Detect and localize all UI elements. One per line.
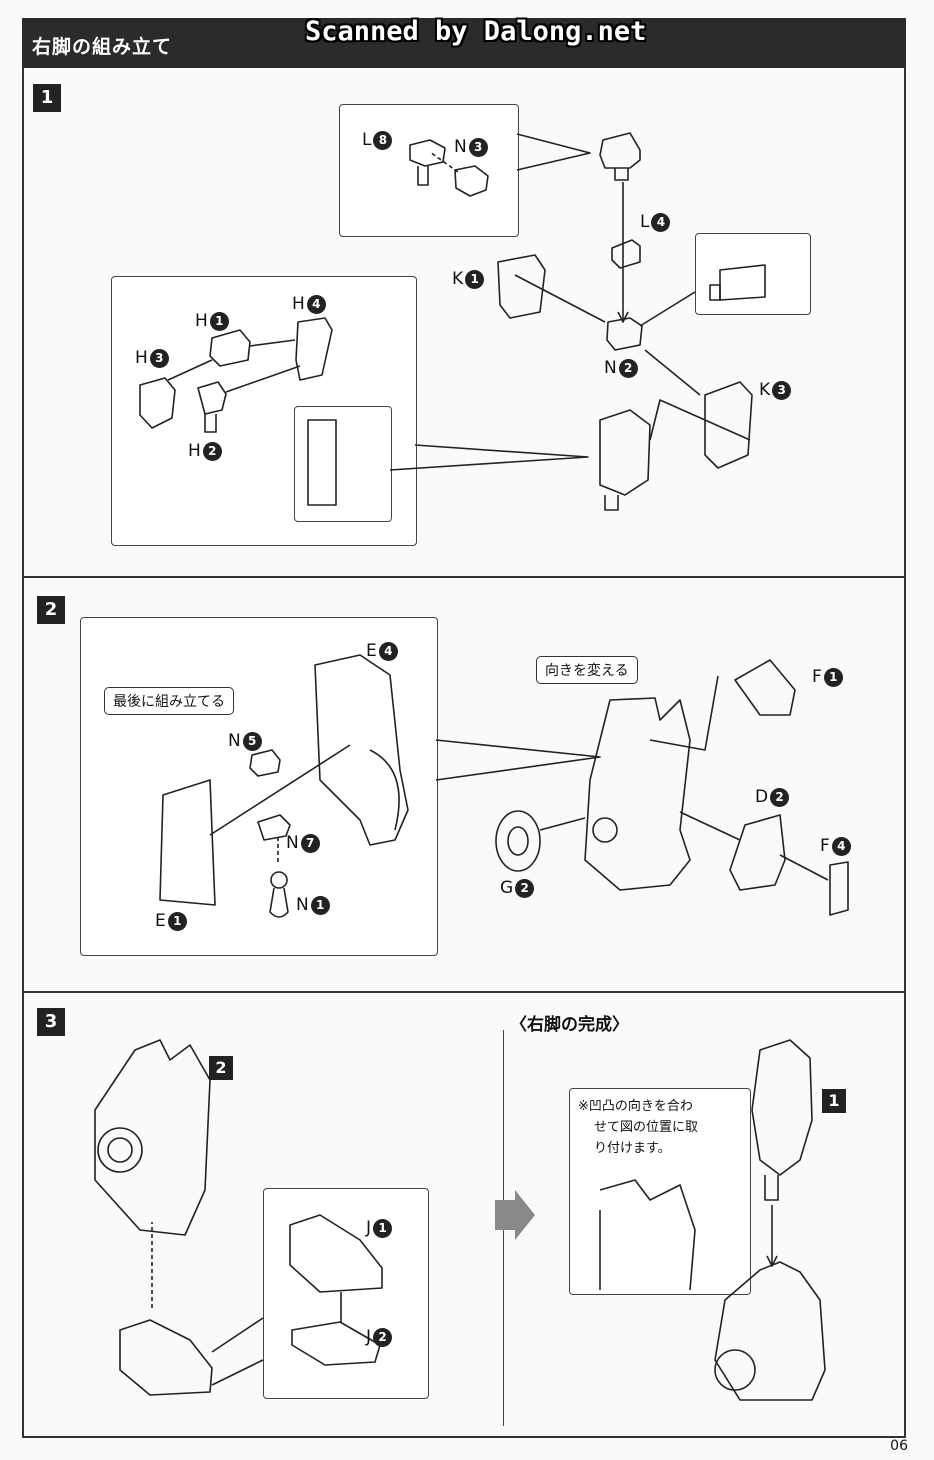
part-e1 bbox=[159, 779, 216, 906]
note-assemble-last: 最後に組み立てる bbox=[104, 687, 234, 715]
part-h1 bbox=[209, 329, 251, 367]
part-d2 bbox=[729, 814, 786, 891]
complete-note-line-1: ※凹凸の向きを合わ bbox=[578, 1099, 693, 1114]
part-j-base bbox=[119, 1319, 213, 1396]
part-lower-complete bbox=[714, 1261, 826, 1401]
divider-1 bbox=[22, 576, 906, 578]
divider-2 bbox=[22, 991, 906, 993]
part-step2-assembly bbox=[94, 1039, 211, 1236]
part-f4 bbox=[829, 861, 849, 916]
part-e4 bbox=[314, 654, 409, 846]
part-j2 bbox=[291, 1321, 381, 1366]
part-leg-main bbox=[584, 697, 691, 891]
page-frame bbox=[22, 68, 906, 1438]
complete-note-line-3: り付けます。 bbox=[594, 1141, 671, 1156]
part-k3 bbox=[704, 381, 753, 469]
part-ln-assembly bbox=[599, 132, 641, 169]
part-g2 bbox=[495, 810, 541, 872]
part-l4 bbox=[611, 239, 641, 269]
note-change-direction: 向きを変える bbox=[536, 656, 638, 684]
complete-title: 〈右脚の完成〉 bbox=[510, 1015, 629, 1035]
part-h3 bbox=[139, 377, 176, 429]
part-n7 bbox=[257, 814, 291, 841]
part-thigh-complete bbox=[751, 1039, 813, 1176]
part-h2 bbox=[197, 381, 227, 415]
part-h4 bbox=[295, 317, 333, 381]
scanner-watermark: Scanned by Dalong.net bbox=[305, 16, 647, 47]
step-number-2: 2 bbox=[37, 596, 65, 624]
ref-step-2: 2 bbox=[209, 1056, 233, 1080]
part-k1 bbox=[497, 254, 546, 319]
detail-box-ln bbox=[339, 104, 519, 237]
detail-box-e bbox=[80, 617, 438, 956]
header-bar: 右脚の組み立て bbox=[22, 18, 906, 68]
page-number: 06 bbox=[890, 1438, 908, 1454]
part-f1 bbox=[734, 659, 796, 716]
part-n2 bbox=[606, 317, 643, 351]
step-number-1: 1 bbox=[33, 84, 61, 112]
step-number-3: 3 bbox=[37, 1008, 65, 1036]
detail-box-n2 bbox=[695, 233, 811, 315]
ref-step-1: 1 bbox=[822, 1089, 846, 1113]
part-n5 bbox=[249, 749, 281, 777]
part-j1 bbox=[289, 1214, 383, 1293]
page-title: 右脚の組み立て bbox=[32, 36, 173, 58]
complete-note-line-2: せて図の位置に取 bbox=[594, 1120, 699, 1135]
detail-box-h2 bbox=[294, 406, 392, 522]
part-lower-assembly bbox=[599, 409, 651, 496]
